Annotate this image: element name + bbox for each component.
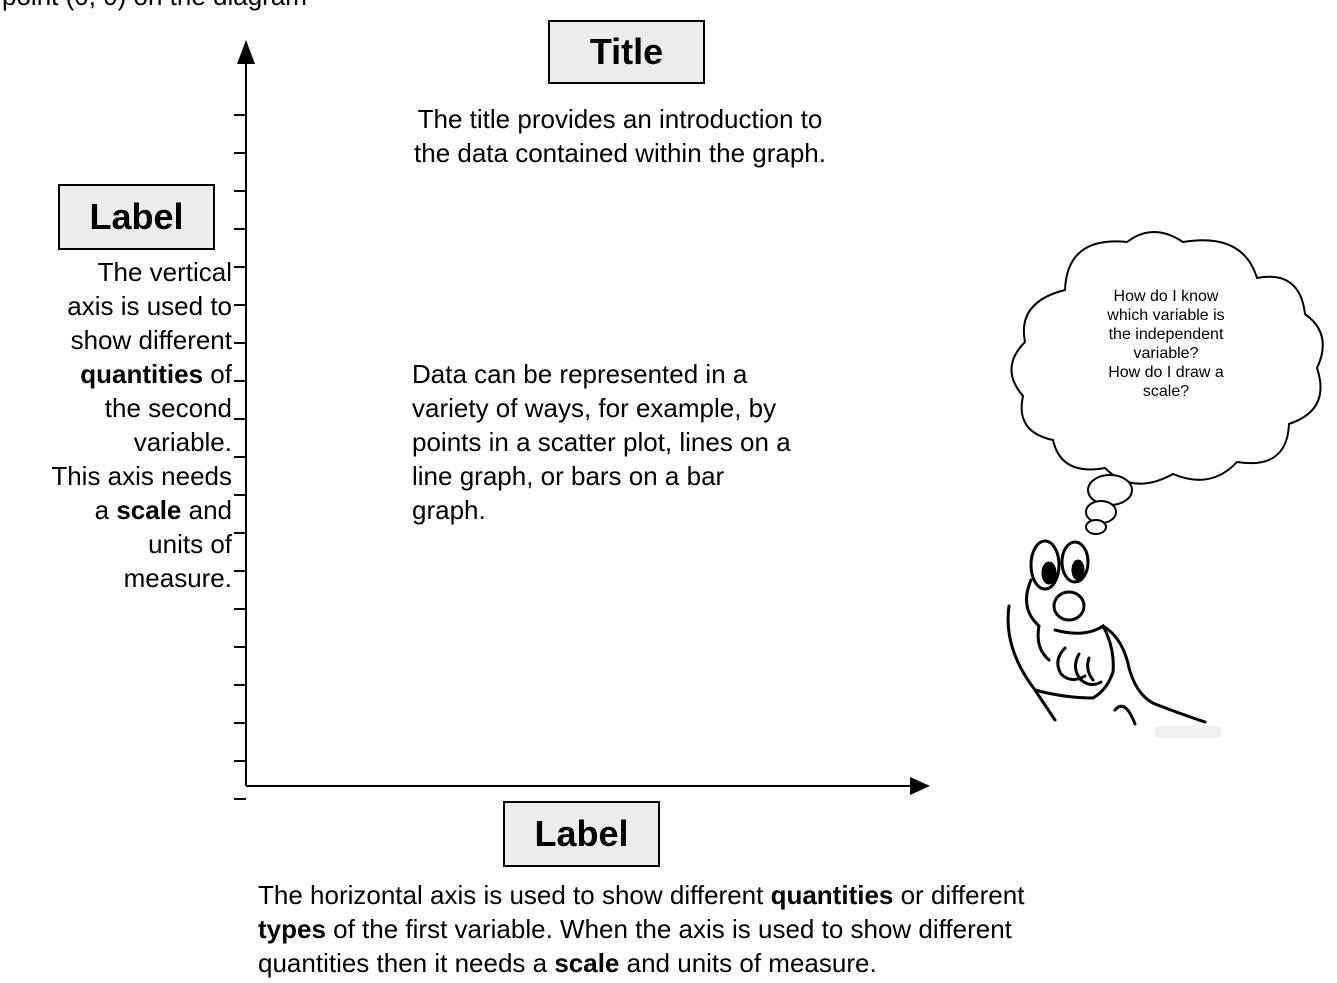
vdesc-line: the second <box>104 393 232 423</box>
data-desc-line: line graph, or bars on a bar <box>412 461 725 491</box>
hdesc-text: of the first variable. When the axis is … <box>325 914 1012 944</box>
horizontal-axis-description: The horizontal axis is used to show diff… <box>258 878 1258 980</box>
data-desc-line: points in a scatter plot, lines on a <box>412 427 791 457</box>
bubble-line: scale? <box>1142 383 1190 400</box>
vdesc-line: This axis needs <box>51 461 232 491</box>
thought-dots <box>1085 474 1133 535</box>
title-desc-line: the data contained within the graph. <box>414 138 826 168</box>
hdesc-bold: types <box>258 914 326 944</box>
vdesc-rest: of <box>203 359 232 389</box>
vdesc-line: show different <box>70 325 232 355</box>
vertical-axis-description: The vertical axis is used to show differ… <box>0 255 232 595</box>
horizontal-label-box: Label <box>503 801 660 867</box>
vdesc-line: axis is used to <box>67 291 232 321</box>
title-box: Title <box>548 20 705 84</box>
title-desc-line: The title provides an introduction to <box>417 104 823 134</box>
thought-cloud <box>1010 231 1324 485</box>
data-desc-line: variety of ways, for example, by <box>412 393 777 423</box>
hdesc-line: types of the first variable. When the ax… <box>258 912 1258 946</box>
vdesc-line: quantities of <box>0 357 232 391</box>
header-fragment: point (0, 0) on the diagram <box>2 0 307 13</box>
bubble-line: the independent <box>1108 326 1224 343</box>
bubble-line: How do I draw a <box>1108 364 1224 381</box>
vdesc-line: The vertical <box>97 257 232 287</box>
bubble-line: which variable is <box>1107 307 1225 324</box>
vdesc-line: measure. <box>123 563 232 593</box>
floor-shadow <box>1155 726 1221 738</box>
title-description: The title provides an introduction to th… <box>360 102 880 170</box>
data-description: Data can be represented in a variety of … <box>412 357 902 527</box>
vertical-label-box: Label <box>58 184 215 250</box>
vertical-axis-ticks <box>234 114 246 800</box>
thinking-cartoon <box>1006 231 1324 738</box>
vdesc-line: a scale and <box>0 493 232 527</box>
hdesc-bold: scale <box>554 948 620 978</box>
data-desc-line: Data can be represented in a <box>412 359 748 389</box>
horizontal-axis-arrow <box>910 777 930 795</box>
vdesc-bold: quantities <box>80 359 204 389</box>
vdesc-line: variable. <box>133 427 232 457</box>
cartoon-character <box>1006 539 1207 726</box>
data-desc-line: graph. <box>412 495 486 525</box>
hdesc-line: The horizontal axis is used to show diff… <box>258 878 1258 912</box>
hdesc-line: quantities then it needs a scale and uni… <box>258 946 1258 980</box>
vdesc-line: units of <box>148 529 232 559</box>
bubble-line: How do I know <box>1113 288 1219 305</box>
vertical-axis-arrow <box>237 40 255 64</box>
hdesc-text: quantities then it needs a <box>258 948 555 978</box>
thought-bubble-text: How do I know which variable is the inde… <box>1060 287 1272 401</box>
vdesc-bold: scale <box>116 495 182 525</box>
vdesc-rest: and <box>181 495 232 525</box>
hdesc-bold: quantities <box>770 880 894 910</box>
hdesc-text: or different <box>893 880 1025 910</box>
bubble-line: variable? <box>1133 345 1199 362</box>
hdesc-text: The horizontal axis is used to show diff… <box>258 880 771 910</box>
vdesc-pre: a <box>94 495 117 525</box>
hdesc-text: and units of measure. <box>619 948 877 978</box>
